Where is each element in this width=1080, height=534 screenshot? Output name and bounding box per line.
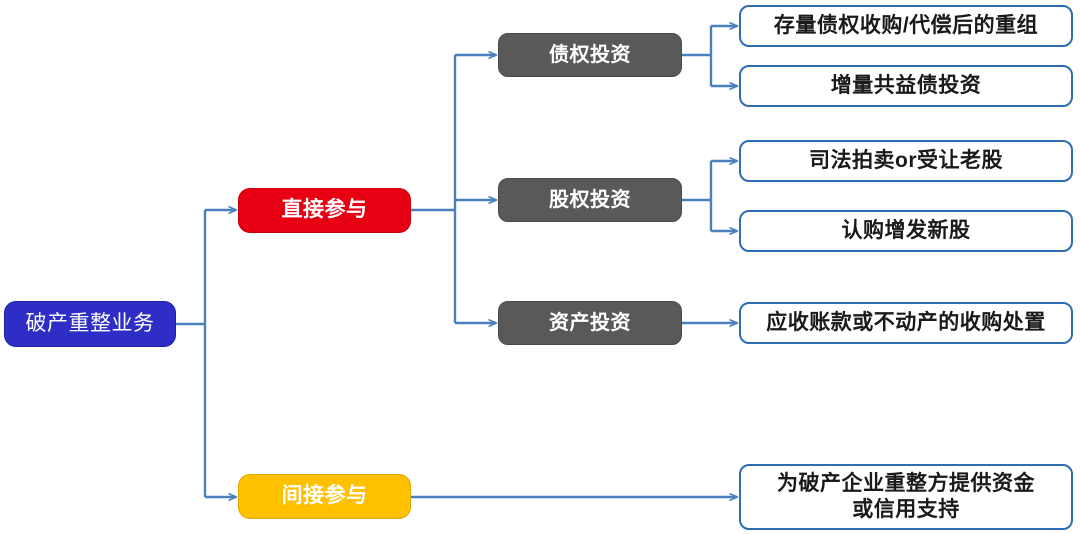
- node-leaf-indirect-line-1: 为破产企业重整方提供资金: [777, 471, 1035, 495]
- node-leaf-indirect-1[interactable]: 为破产企业重整方提供资金 或信用支持: [739, 464, 1073, 530]
- node-direct-participation[interactable]: 直接参与: [238, 188, 411, 233]
- node-leaf-asset-1[interactable]: 应收账款或不动产的收购处置: [739, 302, 1073, 344]
- node-leaf-debt-1[interactable]: 存量债权收购/代偿后的重组: [739, 5, 1073, 47]
- node-category-debt-investment[interactable]: 债权投资: [498, 33, 682, 77]
- node-leaf-debt-2[interactable]: 增量共益债投资: [739, 65, 1073, 107]
- node-leaf-indirect-line-2: 或信用支持: [852, 498, 960, 521]
- node-root[interactable]: 破产重整业务: [4, 301, 176, 347]
- node-indirect-participation[interactable]: 间接参与: [238, 474, 411, 519]
- node-category-asset-investment[interactable]: 资产投资: [498, 301, 682, 345]
- node-leaf-equity-2[interactable]: 认购增发新股: [739, 210, 1073, 252]
- node-category-equity-investment[interactable]: 股权投资: [498, 178, 682, 222]
- node-leaf-indirect-text: 为破产企业重整方提供资金 或信用支持: [777, 471, 1035, 524]
- node-leaf-equity-1[interactable]: 司法拍卖or受让老股: [739, 140, 1073, 182]
